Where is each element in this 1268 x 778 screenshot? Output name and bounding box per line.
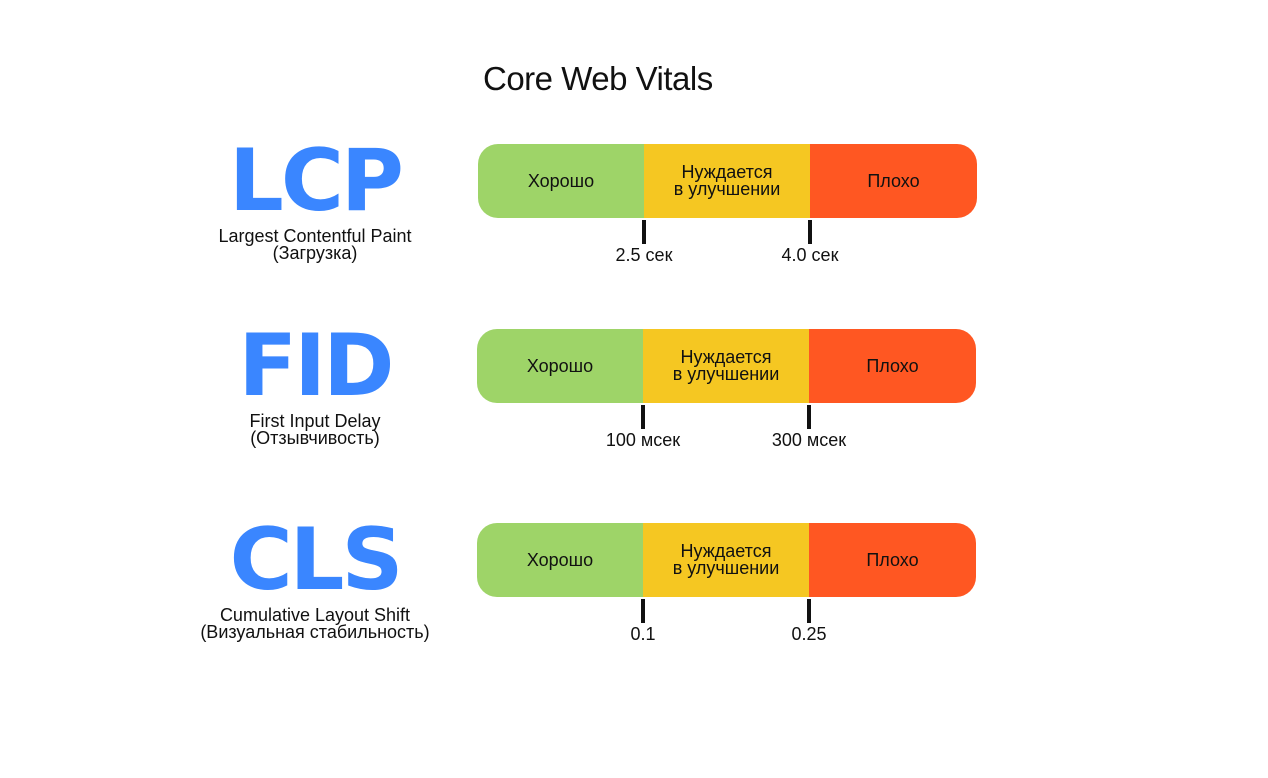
segment-good: Хорошо: [477, 523, 643, 597]
metric-lcp: LCP Largest Contentful Paint (Загрузка) …: [0, 0, 1268, 265]
metric-name-block: Largest Contentful Paint (Загрузка): [160, 226, 470, 263]
metric-subtitle: (Визуальная стабильность): [200, 622, 430, 642]
threshold-bar: Хорошо Нуждается в улучшении Плохо: [477, 523, 976, 597]
threshold-label-2: 300 мсек: [771, 430, 847, 450]
threshold-tick-2: [808, 220, 812, 244]
segment-good: Хорошо: [477, 329, 643, 403]
threshold-bar: Хорошо Нуждается в улучшении Плохо: [478, 144, 977, 218]
segment-label-line1: Нуждается: [680, 541, 772, 561]
segment-good: Хорошо: [478, 144, 644, 218]
metric-name: Cumulative Layout Shift: [219, 605, 411, 625]
segment-label-line2: в улучшении: [672, 558, 780, 578]
metric-name: First Input Delay: [249, 411, 381, 431]
threshold-label-2: 4.0 сек: [781, 245, 839, 265]
threshold-label-1: 0.1: [630, 624, 656, 644]
segment-label-line1: Нуждается: [681, 162, 773, 182]
threshold-tick-1: [641, 405, 645, 429]
segment-poor: Плохо: [809, 523, 976, 597]
diagram-title: Core Web Vitals: [483, 60, 713, 97]
metric-subtitle: (Загрузка): [272, 243, 358, 263]
segment-label-line2: в улучшении: [673, 179, 781, 199]
metric-abbr: FID: [238, 316, 394, 416]
threshold-tick-2: [807, 599, 811, 623]
metric-cls: CLS Cumulative Layout Shift (Визуальная …: [0, 0, 1268, 644]
metric-fid: FID First Input Delay (Отзывчивость) Хор…: [0, 0, 1268, 450]
metric-abbr: CLS: [229, 510, 404, 610]
threshold-label-1: 100 мсек: [605, 430, 681, 450]
segment-needs-improvement: Нуждается в улучшении: [644, 144, 810, 218]
segment-label-line1: Нуждается: [680, 347, 772, 367]
threshold-label-1: 2.5 сек: [615, 245, 673, 265]
segment-label-line2: в улучшении: [672, 364, 780, 384]
segment-needs-improvement: Нуждается в улучшении: [643, 329, 809, 403]
metric-abbr: LCP: [229, 131, 404, 231]
segment-poor: Плохо: [810, 144, 977, 218]
threshold-tick-1: [641, 599, 645, 623]
segment-poor: Плохо: [809, 329, 976, 403]
segment-needs-improvement: Нуждается в улучшении: [643, 523, 809, 597]
threshold-label-2: 0.25: [791, 624, 827, 644]
threshold-tick-2: [807, 405, 811, 429]
metric-name: Largest Contentful Paint: [218, 226, 412, 246]
metric-subtitle: (Отзывчивость): [250, 428, 380, 448]
metric-name-block: Cumulative Layout Shift (Визуальная стаб…: [160, 605, 470, 642]
metric-name-block: First Input Delay (Отзывчивость): [160, 411, 470, 448]
threshold-tick-1: [642, 220, 646, 244]
threshold-bar: Хорошо Нуждается в улучшении Плохо: [477, 329, 976, 403]
